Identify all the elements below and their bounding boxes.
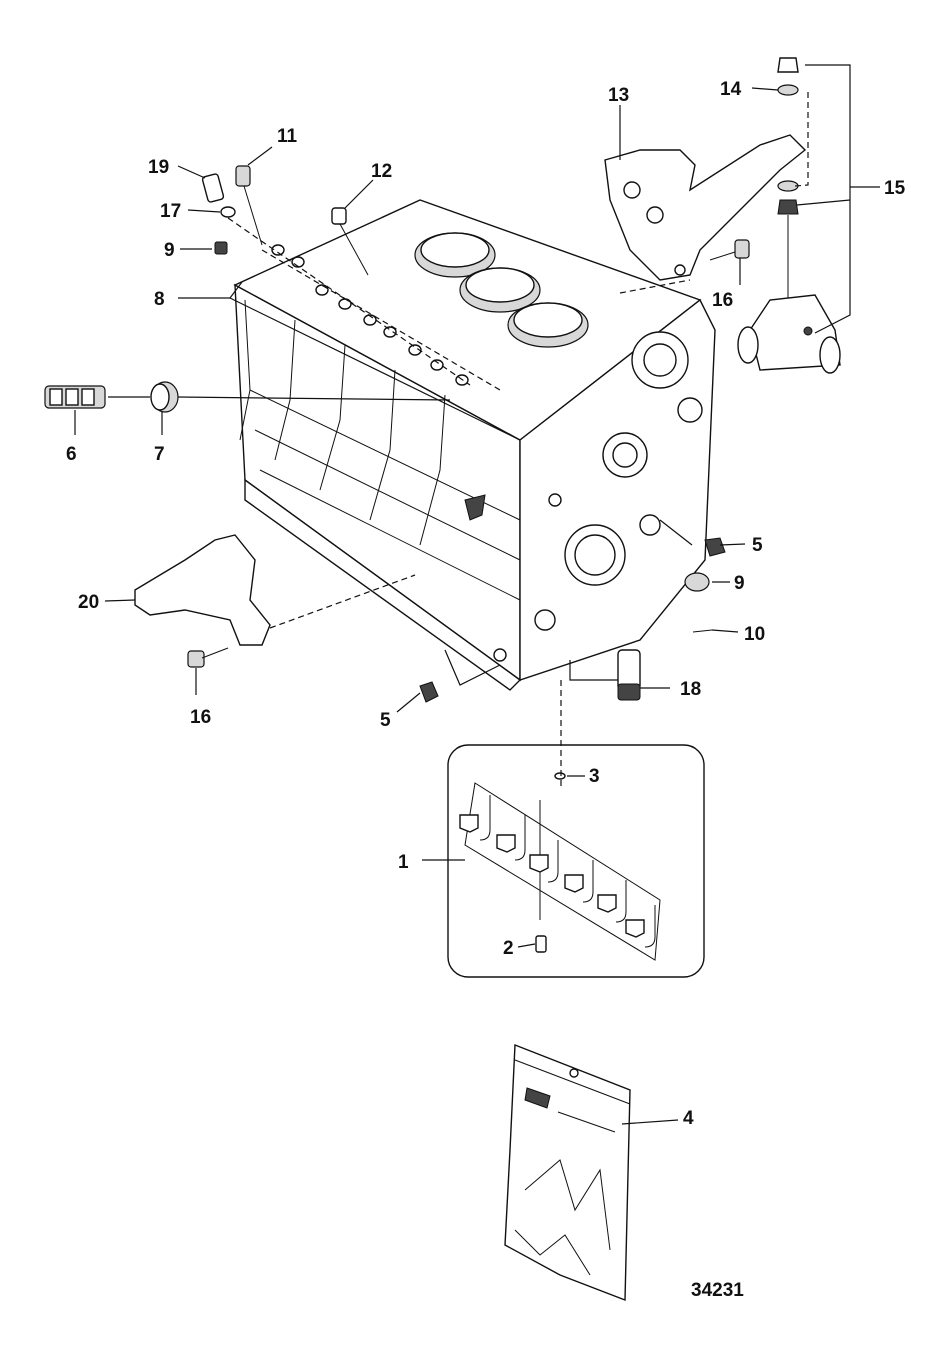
- piston-cooling-nozzles: [459, 795, 656, 948]
- callout-16-right: 16: [712, 290, 733, 311]
- callout-8: 8: [154, 289, 165, 310]
- part-16-bolt-b: [187, 647, 229, 668]
- part-5-nut-a: [704, 537, 726, 557]
- part-16-bolt-a: [709, 239, 750, 261]
- engine-block: [233, 199, 716, 691]
- callout-18: 18: [680, 679, 701, 700]
- part-20-mount-bracket: [134, 534, 271, 646]
- callout-17: 17: [160, 201, 181, 222]
- callout-5-right: 5: [752, 535, 763, 556]
- part-4-hardware-bag: [504, 1043, 631, 1302]
- part-7-cup-plug: [150, 381, 179, 413]
- figure-number: 34231: [691, 1280, 744, 1301]
- callout-20: 20: [78, 592, 99, 613]
- part-18-sleeve: [617, 649, 641, 701]
- callout-14: 14: [720, 79, 742, 100]
- callout-13: 13: [608, 85, 629, 106]
- part-9-plug-a: [214, 241, 228, 255]
- callout-19: 19: [148, 157, 169, 178]
- part-5-nut-b: [419, 681, 439, 703]
- part-6-sensor: [44, 385, 106, 409]
- callout-5-left: 5: [380, 710, 391, 731]
- part-12-bolt: [331, 207, 369, 276]
- part-9-plug-b: [684, 572, 710, 592]
- callout-3: 3: [589, 766, 600, 787]
- part-19-fitting: [201, 173, 225, 203]
- callout-2: 2: [503, 938, 514, 959]
- part-10-pin: [692, 629, 713, 633]
- part-11-bolt: [235, 165, 263, 246]
- part-13-mount-bracket: [604, 134, 807, 281]
- callout-10: 10: [744, 624, 765, 645]
- callout-7: 7: [154, 444, 165, 465]
- callout-1: 1: [398, 852, 409, 873]
- part-17-washer: [220, 206, 236, 218]
- callout-15: 15: [884, 178, 906, 199]
- bearing-kit-inset: [447, 744, 705, 978]
- part-15-engine-mount: [737, 57, 841, 374]
- callout-9-left: 9: [164, 240, 175, 261]
- callout-labels: 1 2 3 4 5 5 6 7 8 9 9 10 11 12 13 14 15 …: [66, 79, 906, 1301]
- callout-12: 12: [371, 161, 392, 182]
- callout-6: 6: [66, 444, 77, 465]
- callout-11: 11: [277, 126, 298, 147]
- callout-4: 4: [683, 1108, 694, 1129]
- leader-lines: [74, 64, 880, 1125]
- callout-16-left: 16: [190, 707, 211, 728]
- callout-9-right: 9: [734, 573, 745, 594]
